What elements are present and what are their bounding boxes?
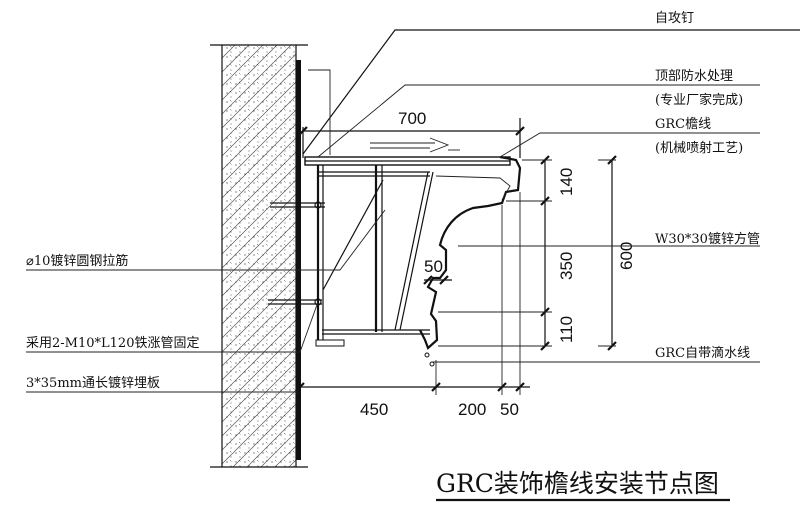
water-flow-arrow — [370, 137, 460, 153]
dim-gap-50-text: 50 — [424, 257, 443, 276]
grc-eave-profile — [419, 155, 522, 350]
dim-gap-50: 50 — [423, 257, 452, 285]
concrete-wall — [210, 44, 308, 468]
dim-right-chain: 140 350 110 600 — [438, 155, 636, 351]
dim-bottom-chain: 450 200 50 — [295, 192, 530, 419]
label-embedded-plate: 3*35mm通长镀锌埋板 — [26, 375, 160, 391]
dim-140-text: 140 — [557, 168, 576, 196]
label-expansion-bolt: 采用2-M10*L120铁涨管固定 — [26, 336, 199, 351]
drip-drop-1 — [424, 352, 430, 358]
dim-350-text: 350 — [557, 252, 576, 280]
label-grc-eave-line-note: (机械喷射工艺) — [655, 140, 743, 156]
steel-frame — [304, 156, 511, 347]
label-steel-tube: W30*30镀锌方管 — [655, 231, 760, 247]
drip-drop-2 — [429, 361, 435, 367]
label-top-waterproof-note: (专业厂家完成) — [655, 92, 743, 108]
drawing-title: GRC装饰檐线安装节点图 — [436, 469, 719, 498]
label-grc-eave-line: GRC檐线 — [655, 117, 711, 132]
wall-anchors — [268, 201, 325, 306]
dim-110-text: 110 — [557, 316, 576, 343]
dim-600-text: 600 — [617, 242, 636, 270]
leader-lines — [26, 69, 760, 393]
dim-450-text: 450 — [360, 400, 388, 419]
dim-200-text: 200 — [458, 400, 486, 419]
label-drip-line: GRC自带滴水线 — [655, 345, 750, 361]
dim-top-700: 700 — [298, 109, 525, 158]
dim-50-text: 50 — [500, 400, 519, 419]
label-tie-bar: ⌀10镀锌圆钢拉筋 — [26, 253, 128, 269]
grc-inner-line — [435, 175, 511, 201]
label-top-waterproof: 顶部防水处理 — [655, 68, 733, 84]
top-cover-line — [302, 29, 800, 155]
dim-700-text: 700 — [398, 109, 426, 128]
embedded-plate — [296, 60, 301, 460]
label-self-tapping-screw: 自攻钉 — [655, 11, 694, 26]
